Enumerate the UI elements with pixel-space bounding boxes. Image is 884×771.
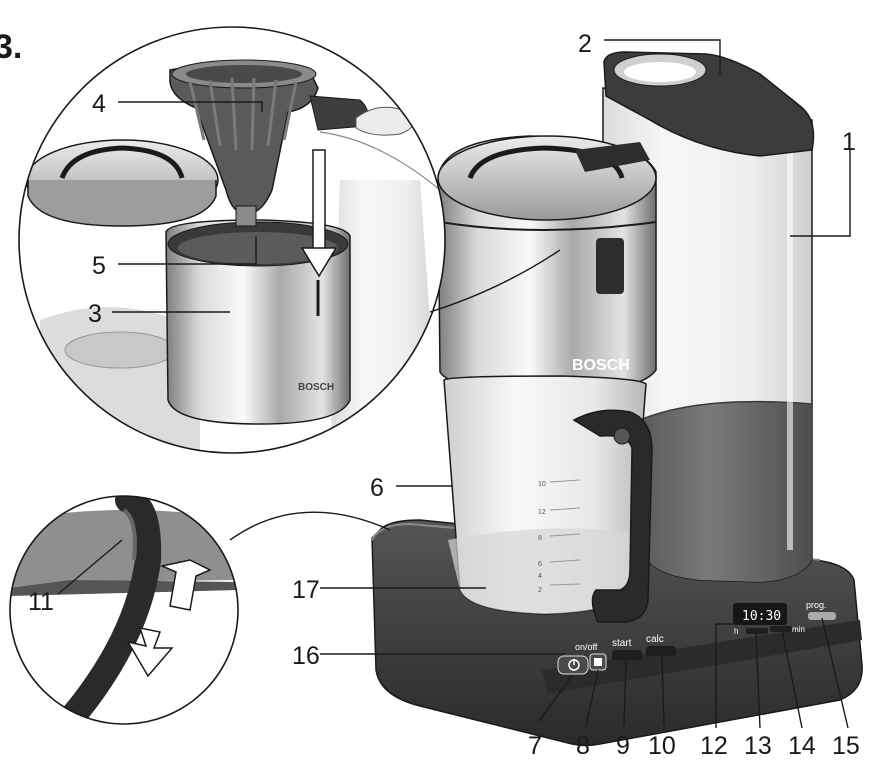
hour-button[interactable]: [746, 628, 768, 634]
jug-brand-logo: BOSCH: [298, 382, 334, 393]
min-label: min: [792, 625, 805, 634]
cable-detail-inset: [9, 495, 391, 725]
callout-5: 5: [92, 252, 106, 280]
callout-10: 10: [648, 732, 676, 760]
aroma-icon: [594, 658, 602, 666]
leader-lines: [57, 39, 851, 729]
callout-16: 16: [292, 642, 320, 670]
callout-1: 1: [842, 128, 856, 156]
prog-button[interactable]: [808, 612, 836, 620]
start-label: start: [612, 638, 632, 649]
callout-6: 6: [370, 474, 384, 502]
jug-scale: 10 12 8 6 4 2: [538, 479, 581, 594]
callout-14: 14: [788, 732, 816, 760]
display-time: 10:30: [742, 609, 781, 624]
callout-8: 8: [576, 732, 590, 760]
callout-7: 7: [528, 732, 542, 760]
thermo-jug[interactable]: 10 12 8 6 4 2: [443, 375, 653, 623]
tank-lid[interactable]: [603, 51, 815, 157]
jug-handle[interactable]: [572, 409, 653, 623]
callout-4: 4: [92, 90, 106, 118]
callout-9: 9: [616, 732, 630, 760]
aroma-button[interactable]: [589, 653, 607, 671]
minute-button[interactable]: [770, 626, 792, 632]
svg-text:10: 10: [538, 481, 546, 488]
svg-text:8: 8: [538, 535, 542, 542]
calc-indicator: [646, 646, 676, 656]
onoff-text: on/off: [575, 642, 598, 652]
callout-13: 13: [744, 732, 772, 760]
drip-stop-valve: [235, 205, 257, 227]
callout-12: 12: [700, 732, 728, 760]
callouts: 2 1 4 5 3 6 17 16 11 7 8 9 10 12 13 14 1…: [28, 30, 860, 760]
svg-text:4: 4: [538, 573, 542, 580]
callout-2: 2: [578, 30, 592, 58]
drip-stop-handle[interactable]: [596, 238, 624, 294]
callout-15: 15: [832, 732, 860, 760]
filter-housing: BOSCH: [437, 135, 657, 393]
callout-11: 11: [28, 588, 54, 616]
svg-text:6: 6: [538, 561, 542, 568]
insert-arrow-icon: [300, 149, 338, 278]
prog-label: prog.: [806, 600, 827, 610]
callout-17: 17: [292, 576, 320, 604]
machine-brand-logo: BOSCH: [572, 357, 630, 374]
svg-text:12: 12: [538, 509, 546, 516]
cable-pull-arrow-icon: [126, 559, 212, 678]
svg-text:2: 2: [538, 587, 542, 594]
calc-label: calc: [646, 634, 664, 645]
figure-number: 3.: [0, 28, 22, 66]
control-panel: on/off start calc 10:30 h min prog.: [557, 600, 836, 675]
start-button[interactable]: [612, 650, 642, 660]
power-button[interactable]: [557, 655, 589, 675]
time-display: [733, 603, 787, 625]
h-label: h: [734, 627, 738, 636]
callout-3: 3: [88, 300, 102, 328]
